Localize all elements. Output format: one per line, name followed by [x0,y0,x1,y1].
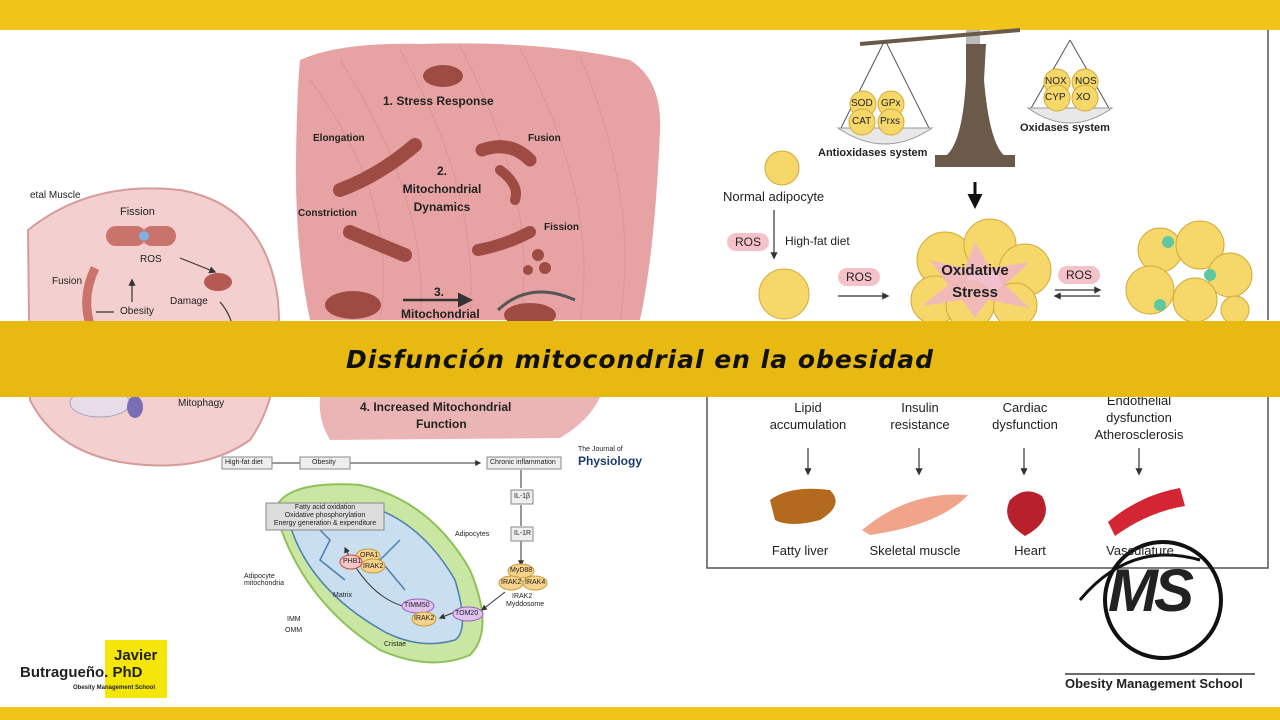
pw-adipocyte-mito-1: Adipocyte [244,573,275,580]
outcome-4-line2: dysfunction [1106,410,1172,425]
logo-ring [1103,540,1223,660]
pw-obesity: Obesity [312,459,336,466]
pw-myd88: MyD88 [510,567,533,574]
pw-omm: OMM [285,627,303,634]
pw-phb1: PHB1 [343,558,362,565]
top-yellow-band [0,0,1280,30]
left-fission-label: Fission [120,206,155,218]
scale-pillar [942,44,1008,158]
outcome-1-line2: accumulation [769,417,847,432]
organ-fatty-liver: Fatty liver [771,543,829,558]
step-2-line1: Mitochondrial [402,182,482,196]
antioxidases-label: Antioxidases system [818,147,928,159]
pw-myddosome-line1: IRAK2 [512,593,533,600]
high-fat-diet-label: High-fat diet [785,234,850,248]
left-fusion-label: Fusion [52,276,83,287]
fusion-label: Fusion [528,133,561,144]
ros-badge-3: ROS [1058,266,1101,284]
gpx-label: GPx [881,98,901,109]
author-badge-bg [105,640,167,698]
pw-irak2: IRAK2 [501,579,522,586]
oxidases-label: Oxidases system [1020,122,1110,134]
pw-cristae: Cristae [384,641,407,648]
step-3-number: 3. [434,285,445,299]
pw-il1r: IL-1R [514,530,532,537]
pw-matrix: Matrix [333,592,353,599]
fission-mito-icon [106,226,176,246]
fission-label: Fission [544,222,580,233]
pw-timm50: TIMM50 [404,602,430,609]
ros-badge-1: ROS [727,233,770,251]
organ-heart: Heart [1014,543,1046,558]
cat-label: CAT [852,116,872,127]
bottom-yellow-band [0,707,1280,720]
author-name-2: Butragueño. PhD [20,664,143,681]
stress-label: Stress [952,284,998,301]
outcome-3-line1: Cardiac [1002,400,1048,415]
pw-function-2: Oxidative phosphorylation [284,512,366,519]
left-cell-heading: etal Muscle [30,190,81,201]
step-4-line1: 4. Increased Mitochondrial [360,400,512,414]
nos-label: NOS [1075,76,1097,87]
step-3-line1: Mitochondrial [401,307,480,321]
damaged-mito-icon [204,273,232,291]
outcome-2-line2: resistance [890,417,950,432]
page-title: Disfunción mitocondrial en la obesidad [346,344,934,374]
title-banner: Disfunción mitocondrial en la obesidad [0,321,1280,397]
oxidative-stress-star [922,242,1030,318]
organ-skeletal-muscle: Skeletal muscle [869,543,961,558]
pw-irak4: IRAK4 [525,579,546,586]
cyp-label: CYP [1045,92,1066,103]
pw-irak2-inner: IRAK2 [363,563,384,570]
ros-badge-2: ROS [838,268,881,286]
constriction-label: Constriction [298,208,357,219]
pw-adipocyte-mito-2: mitochondria [244,580,285,587]
pw-opa1: OPA1 [360,552,379,559]
ms-logo-letters: MS [1108,557,1194,624]
left-damage-label: Damage [170,296,208,307]
muscle-icon [862,494,968,535]
left-ros-label: ROS [140,254,162,265]
step-2-number: 2. [436,164,447,178]
author-school: Obesity Management School [73,685,156,691]
pw-irak2-lower: IRAK2 [414,615,435,622]
pw-chronic-inflammation: Chronic inflammation [490,459,556,466]
pw-myddosome-line2: Myddosome [506,601,545,608]
pw-imm: IMM [287,616,301,623]
step-2-line2: Dynamics [413,200,471,214]
vessel-icon [1108,488,1185,536]
normal-adipocyte-label: Normal adipocyte [723,189,825,204]
pw-tom20: TOM20 [455,610,479,617]
xo-label: XO [1076,92,1091,103]
ms-logo-caption: Obesity Management School [1065,676,1243,691]
pw-function-3: Energy generation & expenditure [273,520,377,527]
step-4-line2: Function [416,417,467,431]
left-mitophagy-label: Mitophagy [178,398,225,409]
sod-label: SOD [851,98,873,109]
journal-line1: The Journal of [578,446,623,453]
oxidative-label: Oxidative [941,262,1009,279]
nox-label: NOX [1045,76,1067,87]
organ-vasculature: Vasculature [1106,543,1174,558]
outcome-1-line1: Lipid [794,400,822,415]
liver-icon [770,488,836,524]
pw-il1b: IL-1β [514,493,531,500]
pw-function-1: Fatty acid oxidation [294,504,356,511]
outcome-2-line1: Insulin [901,400,939,415]
heart-icon [1007,491,1046,536]
outcome-3-line2: dysfunction [992,417,1058,432]
left-obesity-label: Obesity [120,306,154,317]
step-stress-response: 1. Stress Response [383,94,494,108]
pw-adipocytes: Adipocytes [455,531,490,538]
elongation-label: Elongation [313,133,365,144]
author-name-1: Javier [114,647,158,664]
prxs-label: Prxs [880,116,900,127]
pw-high-fat-diet: High-fat diet [225,459,263,466]
outcome-4-line3: Atherosclerosis [1094,427,1184,442]
journal-line2: Physiology [578,454,643,468]
